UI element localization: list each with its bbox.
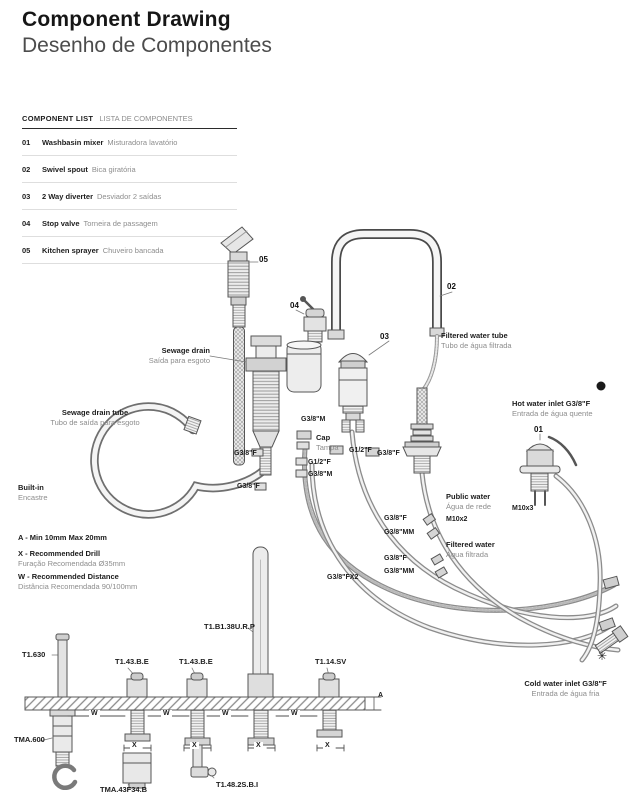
part-number: TMA.43F34.B bbox=[100, 785, 148, 794]
item-name-pt: Chuveiro bancada bbox=[102, 246, 164, 255]
w-dim: W bbox=[220, 710, 231, 717]
part-number: T1.48.2S.B.I bbox=[216, 780, 259, 789]
m10x2-label: M10x2 bbox=[446, 516, 468, 523]
canister-shape bbox=[286, 340, 322, 393]
x-dimension-note: X - Recommended Drill Furação Recomendad… bbox=[18, 549, 126, 569]
page-subtitle: Desenho de Componentes bbox=[22, 34, 272, 57]
item-number: 03 bbox=[22, 192, 31, 201]
callout-03: 03 bbox=[380, 332, 389, 341]
list-item: 01 Washbasin mixer Misturadora lavatório bbox=[22, 129, 237, 156]
item-name-pt: Desviador 2 saídas bbox=[97, 192, 162, 201]
item-number: 05 bbox=[22, 246, 31, 255]
x-dim: X bbox=[323, 742, 332, 749]
thread-label: G1/2"F bbox=[349, 447, 372, 454]
list-item: 04 Stop valve Torneira de passagem bbox=[22, 210, 237, 237]
a-dim: A bbox=[378, 692, 384, 699]
component-list: COMPONENT LIST LISTA DE COMPONENTES 01 W… bbox=[22, 114, 237, 264]
kitchen-sprayer-shape bbox=[220, 226, 254, 466]
callout-01: 01 bbox=[534, 425, 543, 434]
thread-label: G3/8"FX2 bbox=[327, 574, 359, 581]
thread-label: G3/8"F bbox=[384, 515, 407, 522]
public-water-label: Public water Água de rede bbox=[446, 492, 492, 512]
part-number: T1.630 bbox=[22, 650, 46, 659]
x-dim: X bbox=[254, 742, 263, 749]
list-item: 03 2 Way diverter Desviador 2 saídas bbox=[22, 183, 237, 210]
thread-label: G3/8"F bbox=[384, 555, 407, 562]
item-name-en: Kitchen sprayer bbox=[42, 246, 99, 255]
thread-label: G3/8"F bbox=[377, 450, 400, 457]
w-dim: W bbox=[289, 710, 300, 717]
w-dimension-note: W - Recommended Distance Distância Recom… bbox=[18, 572, 138, 592]
thread-label: G3/8"MM bbox=[384, 529, 415, 536]
component-list-header: COMPONENT LIST LISTA DE COMPONENTES bbox=[22, 114, 237, 129]
cap-label: Cap Tampa bbox=[316, 433, 339, 453]
component-list-title-pt: LISTA DE COMPONENTES bbox=[99, 114, 193, 123]
list-item: 02 Swivel spout Bica giratória bbox=[22, 156, 237, 183]
filtered-water-tube-label: Filtered water tube Tubo de água filtrad… bbox=[441, 331, 512, 351]
component-list-title-en: COMPONENT LIST bbox=[22, 114, 94, 123]
item-name-en: Swivel spout bbox=[42, 165, 88, 174]
sewage-drain-tube-shape bbox=[90, 402, 269, 519]
cold-water-inlet-label: Cold water inlet G3/8"F Entrada de água … bbox=[524, 679, 607, 699]
public-water-tailpiece-shape bbox=[402, 387, 442, 474]
w-dim: W bbox=[89, 710, 100, 717]
item-name-pt: Misturadora lavatório bbox=[107, 138, 178, 147]
item-name-en: Stop valve bbox=[42, 219, 80, 228]
sewage-drain-shape bbox=[245, 335, 287, 491]
item-number: 02 bbox=[22, 165, 31, 174]
countertop-section bbox=[24, 546, 382, 790]
cold-snowflake-icon: ✳ bbox=[597, 649, 608, 663]
x-dim: X bbox=[130, 742, 139, 749]
item-name-pt: Bica giratória bbox=[91, 165, 136, 174]
part-number: T1.14.SV bbox=[315, 657, 347, 666]
a-dimension-note: A - Min 10mm Max 20mm bbox=[18, 533, 107, 542]
thread-label: G3/8"M bbox=[301, 416, 326, 423]
callout-02: 02 bbox=[447, 282, 456, 291]
filtered-water-label: Filtered water Água filtrada bbox=[446, 540, 495, 560]
hot-indicator-dot bbox=[596, 381, 606, 391]
manifold-fittings bbox=[295, 430, 380, 478]
item-name-pt: Torneira de passagem bbox=[83, 219, 158, 228]
thread-label: G3/8"F bbox=[237, 483, 260, 490]
diverter-shape bbox=[337, 353, 369, 433]
x-dim: X bbox=[190, 742, 199, 749]
part-number: T1.43.B.E bbox=[115, 657, 149, 666]
page-title: Component Drawing bbox=[22, 8, 231, 31]
item-name-en: 2 Way diverter bbox=[42, 192, 93, 201]
callout-05: 05 bbox=[259, 255, 268, 264]
thread-label: G1/2"F bbox=[308, 459, 331, 466]
thread-label: G3/8"M bbox=[308, 471, 333, 478]
list-item: 05 Kitchen sprayer Chuveiro bancada bbox=[22, 237, 237, 264]
w-dim: W bbox=[161, 710, 172, 717]
hot-water-inlet-label: Hot water inlet G3/8"F Entrada de água q… bbox=[512, 399, 593, 419]
sewage-drain-tube-label: Sewage drain tube Tubo de saída para esg… bbox=[50, 408, 140, 428]
thread-label: G3/8"MM bbox=[384, 568, 415, 575]
swivel-spout-shape bbox=[327, 229, 445, 392]
built-in-note: Built-in Encastre bbox=[18, 483, 48, 503]
part-number: TMA.600 bbox=[14, 735, 45, 744]
thread-label: G3/8"F bbox=[234, 450, 257, 457]
item-number: 01 bbox=[22, 138, 31, 147]
part-number: T1.43.B.E bbox=[179, 657, 213, 666]
stop-valve-shape bbox=[300, 296, 327, 343]
washbasin-mixer-shape bbox=[519, 435, 578, 506]
flexible-hoses bbox=[301, 429, 629, 663]
sewage-drain-label: Sewage drain Saída para esgoto bbox=[148, 346, 210, 366]
part-number: T1.B1.38U.R.P bbox=[204, 622, 255, 631]
m10x3-label: M10x3 bbox=[512, 505, 534, 512]
item-name-en: Washbasin mixer bbox=[42, 138, 104, 147]
callout-04: 04 bbox=[290, 301, 299, 310]
item-number: 04 bbox=[22, 219, 31, 228]
